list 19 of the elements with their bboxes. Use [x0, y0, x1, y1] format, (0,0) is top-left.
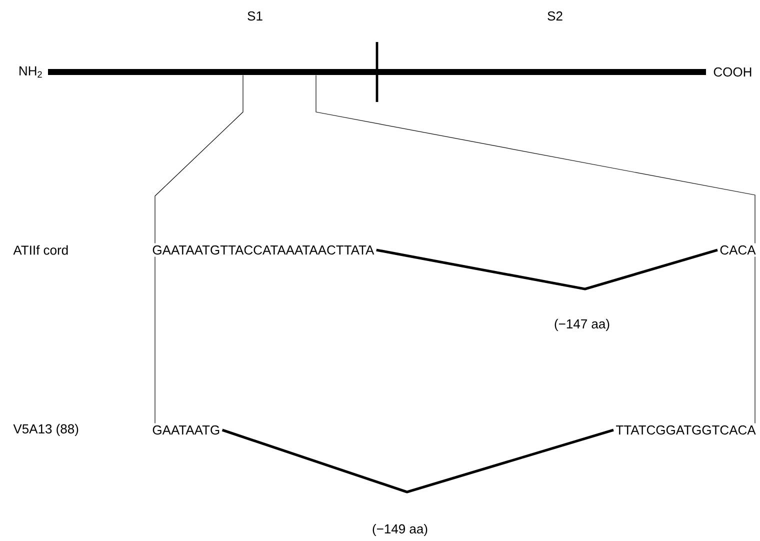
connector-line	[316, 74, 756, 244]
sequence-text: TTATCGGATGGTCACA	[616, 425, 756, 435]
splice-line	[222, 428, 614, 494]
protein-bar	[48, 69, 706, 75]
sequence-text: GAATAATGTTACCATAAATAACTTATA	[152, 245, 374, 255]
connector-line	[154, 256, 156, 424]
sequence-text: GAATAATG	[152, 425, 220, 435]
splice-line	[376, 248, 718, 290]
clone-label: ATIIf cord	[13, 245, 68, 255]
terminus-label: NH$_{2}$	[20, 66, 42, 78]
sequence-text: CACA	[720, 245, 756, 255]
terminus-label: COOH	[714, 67, 752, 77]
domain-label: S1	[248, 11, 262, 21]
clone-label: V5A13 (88)	[13, 424, 78, 436]
connector-line	[154, 74, 244, 244]
deletion-label: (−147 aa)	[553, 318, 612, 332]
deletion-label: (−149 aa)	[371, 522, 430, 538]
connector-line	[754, 256, 756, 424]
domain-label: S2	[548, 11, 562, 21]
